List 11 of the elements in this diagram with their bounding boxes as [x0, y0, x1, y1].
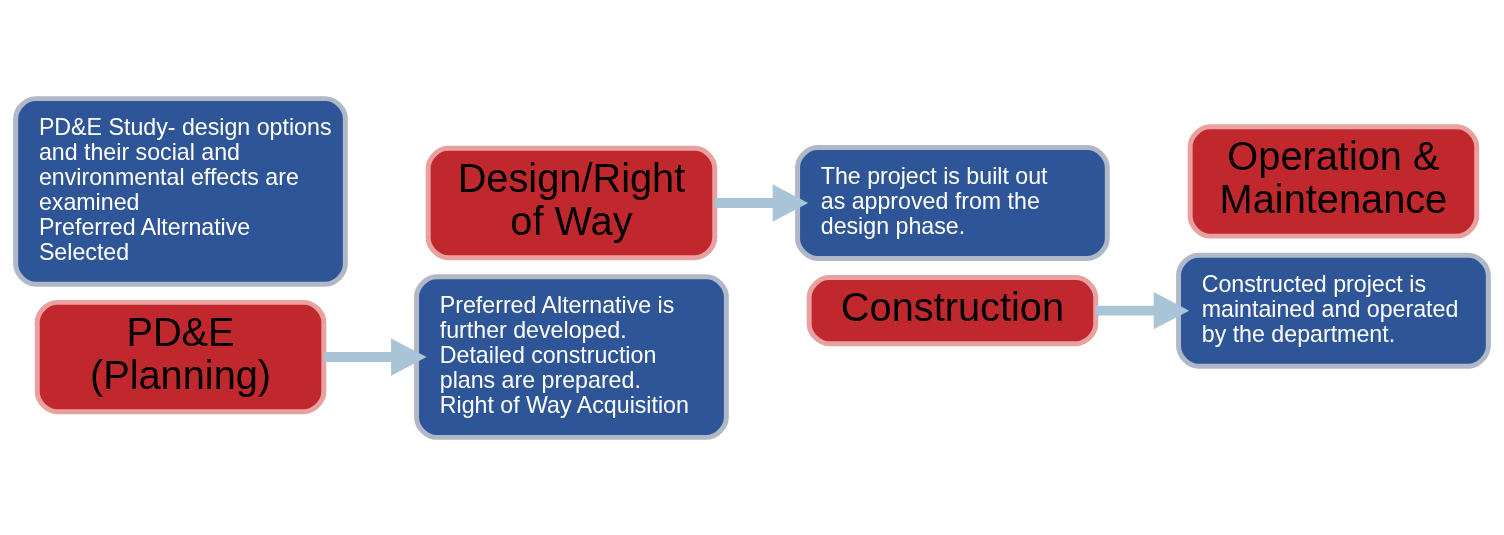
- node-box: Preferred Alternative is further developed. Detailed construction plans are prepared. Right of Way Acquisition: [414, 273, 729, 440]
- node-box: PD&E Study- design options and their social and environmental effects are examined Preferred Alternative Selected: [13, 95, 348, 287]
- node-box: PD&E (Planning): [34, 299, 327, 414]
- node-box: Constructed project is maintained and operated by the department.: [1176, 252, 1491, 369]
- node-box: Construction: [806, 274, 1099, 346]
- arrow: [1095, 291, 1190, 329]
- node-box: The project is built out as approved from the design phase.: [795, 144, 1110, 261]
- arrow: [714, 183, 809, 222]
- node-box: Operation & Maintenance: [1187, 123, 1480, 239]
- arrow: [324, 337, 427, 376]
- node-box: Design/Right of Way: [425, 145, 718, 260]
